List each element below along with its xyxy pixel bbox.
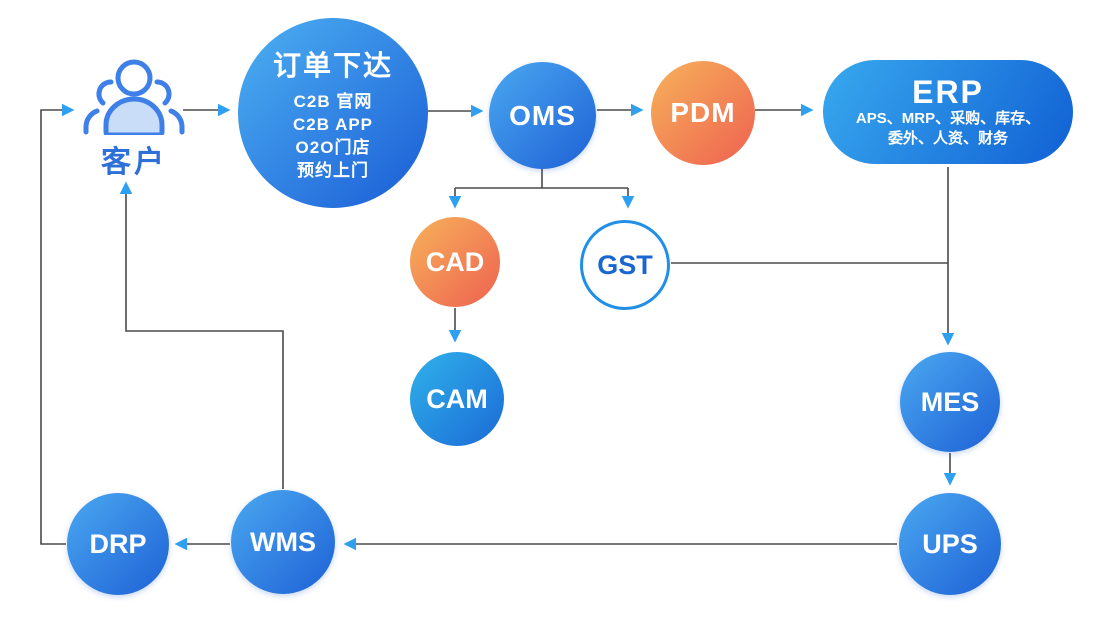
order-line-o2o-store: O2O门店 <box>295 138 371 157</box>
cad-node: CAD <box>410 217 500 307</box>
erp-title: ERP <box>912 74 984 110</box>
order-node: 订单下达 C2B 官网 C2B APP O2O门店 预约上门 <box>238 18 428 208</box>
customers-icon <box>83 59 185 135</box>
order-line-appointment: 预约上门 <box>297 161 369 180</box>
mes-node: MES <box>900 352 1000 452</box>
order-title: 订单下达 <box>272 50 393 81</box>
wms-node: WMS <box>231 490 335 594</box>
erp-line-2: 委外、人资、财务 <box>887 130 1008 147</box>
oms-node: OMS <box>489 62 596 169</box>
drp-node: DRP <box>67 493 169 595</box>
ups-node: UPS <box>899 493 1001 595</box>
cam-node: CAM <box>410 352 504 446</box>
erp-node: ERP APS、MRP、采购、库存、 委外、人资、财务 <box>823 60 1073 164</box>
erp-line-1: APS、MRP、采购、库存、 <box>855 110 1041 127</box>
order-line-c2b-app: C2B APP <box>292 115 374 134</box>
order-line-c2b-web: C2B 官网 <box>293 92 373 111</box>
gst-node: GST <box>580 220 670 310</box>
customer-group: 客户 <box>78 55 190 181</box>
pdm-node: PDM <box>651 61 755 165</box>
customer-label: 客户 <box>101 146 167 179</box>
